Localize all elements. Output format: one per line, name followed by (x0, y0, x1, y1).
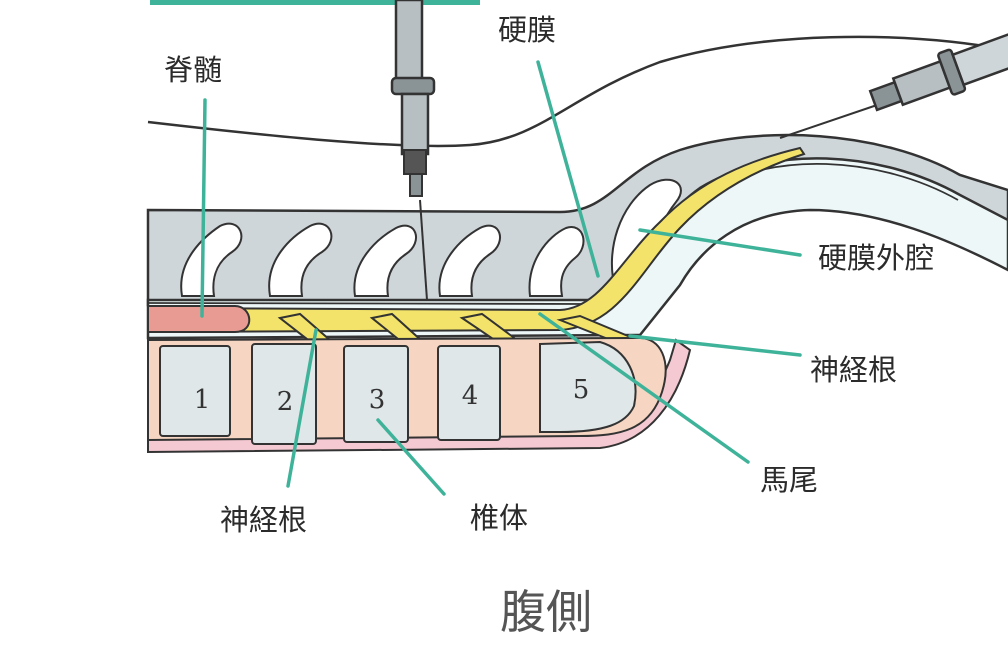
label-nerve-root-bottom: 神経根 (220, 503, 307, 537)
label-dura: 硬膜 (498, 13, 556, 47)
label-spinal-cord: 脊髄 (164, 53, 222, 87)
leader-lines (200, 60, 802, 496)
leader-nerve-root-bottom (286, 328, 318, 488)
label-nerve-root-right: 神経根 (810, 353, 897, 387)
vertebra-3 (343, 345, 409, 443)
leader-cauda-equina (538, 312, 750, 464)
vertebra-1 (159, 345, 231, 437)
leader-dura (536, 60, 600, 278)
vertebra-4 (437, 345, 501, 441)
leader-vertebral-body (376, 418, 446, 496)
vertebra-number-5: 5 (573, 375, 590, 405)
leader-epidural-space (638, 228, 802, 257)
vertebra-number-2: 2 (277, 387, 294, 417)
label-cauda-equina: 馬尾 (760, 463, 818, 497)
labels: 脊髄 硬膜 硬膜外腔 神経根 馬尾 神経根 椎体 腹側 (164, 13, 934, 639)
leader-nerve-root-right (628, 334, 802, 357)
vertebra-number-3: 3 (369, 385, 386, 415)
skin-outline (147, 35, 1008, 148)
label-vertebral-body: 椎体 (470, 501, 528, 535)
leader-spinal-cord (200, 98, 207, 318)
teal-header-bar (150, 0, 480, 5)
vertebra-number-1: 1 (194, 385, 211, 415)
label-ventral-side: 腹側 (500, 585, 592, 639)
epidural-catheter-syringe (779, 29, 1008, 139)
vertebral-bodies (159, 340, 637, 445)
label-epidural-space: 硬膜外腔 (818, 241, 934, 275)
vertebra-numbers: 1 2 3 4 5 (194, 375, 590, 417)
spinal-cord-shape (147, 305, 251, 333)
vertical-needle (390, 0, 436, 301)
vertebra-number-4: 4 (462, 381, 479, 411)
